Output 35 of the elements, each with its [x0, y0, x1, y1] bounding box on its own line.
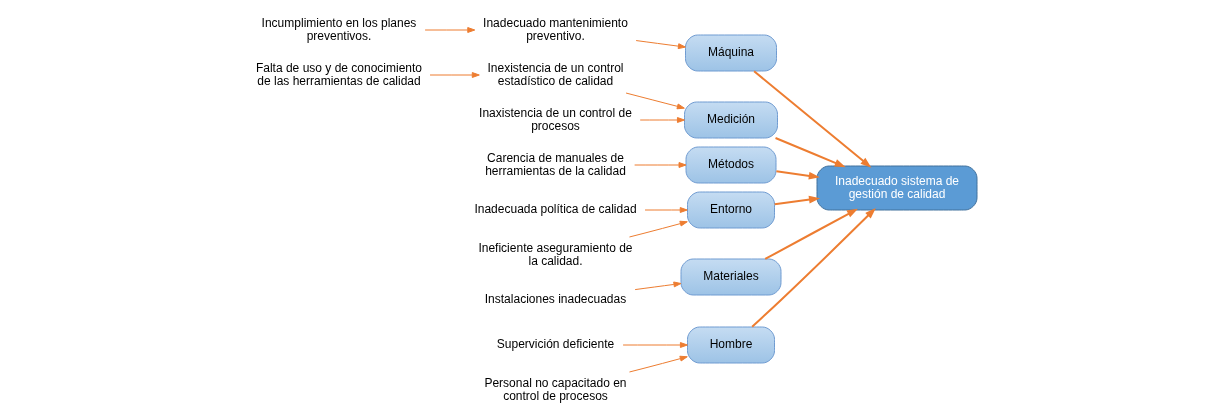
- node-text: Ineficiente aseguramiento de la calidad.: [477, 240, 633, 268]
- arrow: [628, 355, 688, 373]
- node-box: Materiales: [680, 258, 781, 296]
- node-box: Medición: [683, 101, 778, 139]
- node-text: Supervición deficiente: [496, 337, 614, 352]
- node-box: Inadecuado sistema de gestión de calidad: [816, 165, 977, 211]
- node-box: Máquina: [684, 34, 777, 72]
- node-text: Personal no capacitado en control de procesos: [483, 375, 627, 403]
- arrow: [628, 220, 688, 238]
- node-box: Métodos: [685, 146, 776, 184]
- node-box: Entorno: [686, 191, 775, 229]
- arrow: [622, 342, 688, 348]
- node-text: Incumplimiento en los planes preventivos.: [261, 15, 416, 43]
- arrow: [634, 281, 681, 291]
- node-text: Instalaciones inadecuadas: [484, 292, 626, 307]
- node-text: Inaxistencia de un control de procesos: [478, 105, 632, 133]
- arrow: [424, 27, 475, 33]
- node-text: Carencia de manuales de herramientas de la calidad: [484, 150, 626, 178]
- arrow: [774, 137, 846, 168]
- arrow: [773, 195, 820, 206]
- arrow: [429, 72, 480, 78]
- arrow: [639, 117, 685, 123]
- node-text: Inadecuado mantenimiento preventivo.: [482, 15, 628, 43]
- arrow: [763, 208, 858, 260]
- arrow: [750, 207, 876, 328]
- arrow: [633, 162, 686, 168]
- node-box: Hombre: [686, 326, 775, 364]
- node-text: Falta de uso y de conocimiento de las herramientas de calidad: [255, 60, 422, 88]
- arrow: [774, 170, 820, 180]
- node-text: Inadecuada política de calidad: [473, 202, 637, 217]
- arrow: [644, 207, 688, 213]
- arrow: [635, 40, 686, 50]
- arrow: [625, 92, 685, 110]
- node-text: Inexistencia de un control estadístico de calidad: [486, 60, 624, 88]
- arrow: [752, 70, 871, 168]
